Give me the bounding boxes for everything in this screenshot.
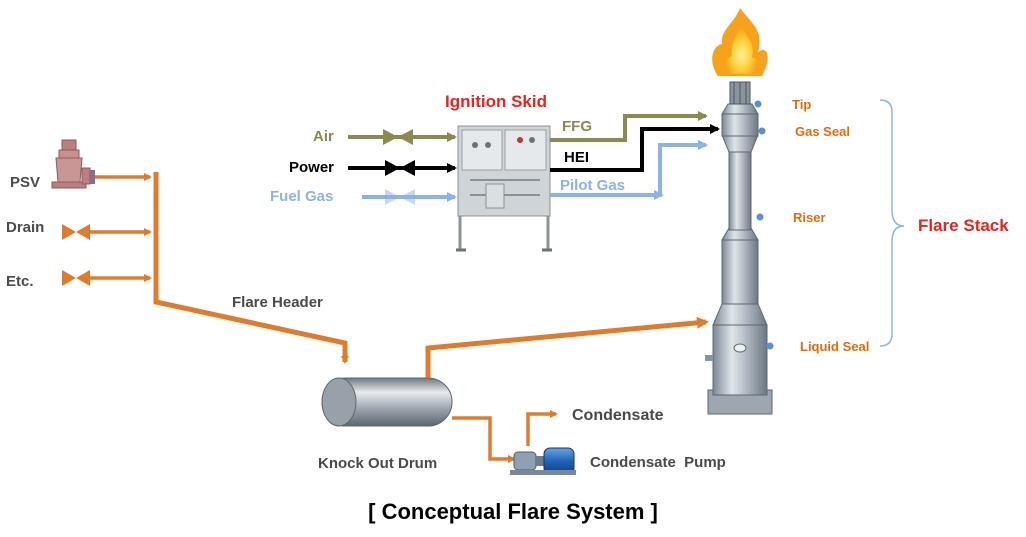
flare-stack-title: Flare Stack <box>918 216 1009 235</box>
hei-label: HEI <box>564 149 589 166</box>
drum-to-pump-line <box>452 416 516 463</box>
fuel-gas-label: Fuel Gas <box>270 188 333 205</box>
ignition-skid-cabinet <box>456 125 552 252</box>
pump-to-condensate-line <box>526 410 558 446</box>
ffg-label: FFG <box>562 118 592 135</box>
etc-label: Etc. <box>6 273 34 290</box>
drain-label: Drain <box>6 219 44 236</box>
tip-marker <box>754 100 762 108</box>
psv-label: PSV <box>10 174 40 191</box>
gas-seal-marker <box>758 127 766 135</box>
drum-to-stack-line <box>425 316 709 378</box>
ffg-line <box>550 111 708 142</box>
condensate-pump-label: Condensate Pump <box>590 454 726 471</box>
knock-out-drum-vessel <box>321 377 453 427</box>
liquid-seal-label: Liquid Seal <box>800 339 869 354</box>
psv-valve-icon <box>51 139 95 189</box>
condensate-pump-icon <box>510 447 576 475</box>
knock-out-drum-label: Knock Out Drum <box>318 455 437 472</box>
drain-valve-icon <box>62 224 90 240</box>
flare-stack-tower <box>705 81 773 415</box>
ignition-skid-title: Ignition Skid <box>445 92 547 111</box>
riser-marker <box>756 213 764 221</box>
flare-header-label: Flare Header <box>232 294 323 311</box>
condensate-label: Condensate <box>572 407 664 424</box>
riser-label: Riser <box>793 210 826 225</box>
liquid-seal-marker <box>766 342 774 350</box>
flame-icon <box>712 8 768 76</box>
etc-valve-icon <box>62 270 90 286</box>
gas-seal-label: Gas Seal <box>795 124 850 139</box>
flare-header-line <box>153 172 349 364</box>
diagram-caption: [ Conceptual Flare System ] <box>368 499 658 524</box>
pilot-gas-label: Pilot Gas <box>560 177 625 194</box>
tip-label: Tip <box>792 97 811 112</box>
flare-stack-brace <box>879 99 905 347</box>
power-label: Power <box>289 159 334 176</box>
hei-line <box>550 124 720 172</box>
air-label: Air <box>313 128 334 145</box>
